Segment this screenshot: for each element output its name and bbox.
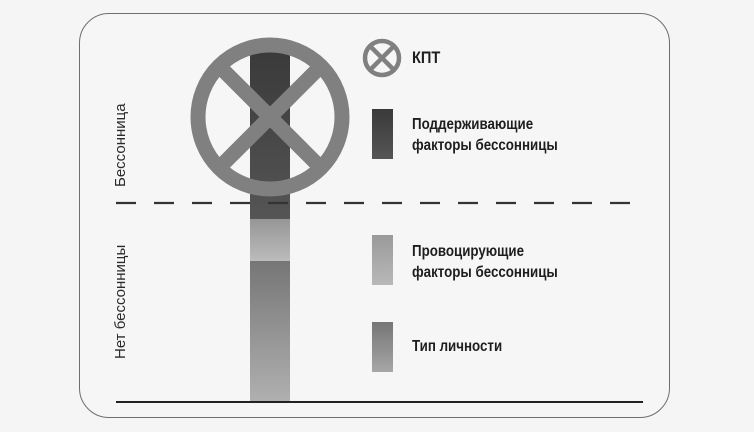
legend-label-personality: Тип личности bbox=[412, 338, 503, 355]
legend-label-perpetuating: Поддерживающие факторы бессонницы bbox=[412, 116, 558, 154]
bar-segment-personality bbox=[250, 261, 290, 402]
legend-label-precipitating: Провоцирующие факторы бессонницы bbox=[412, 243, 558, 281]
label-insomnia: Бессонница bbox=[112, 103, 129, 187]
cbt-symbol-icon bbox=[190, 37, 350, 197]
legend-cbt-icon bbox=[362, 38, 402, 78]
legend-label-cbt: КПТ bbox=[412, 48, 441, 67]
label-no-insomnia: Нет бессонницы bbox=[112, 244, 129, 359]
legend-swatch-precipitating bbox=[372, 235, 393, 285]
bar-segment-precipitating bbox=[250, 219, 290, 261]
legend-swatch-perpetuating bbox=[372, 109, 393, 159]
legend-swatch-personality bbox=[372, 322, 393, 372]
